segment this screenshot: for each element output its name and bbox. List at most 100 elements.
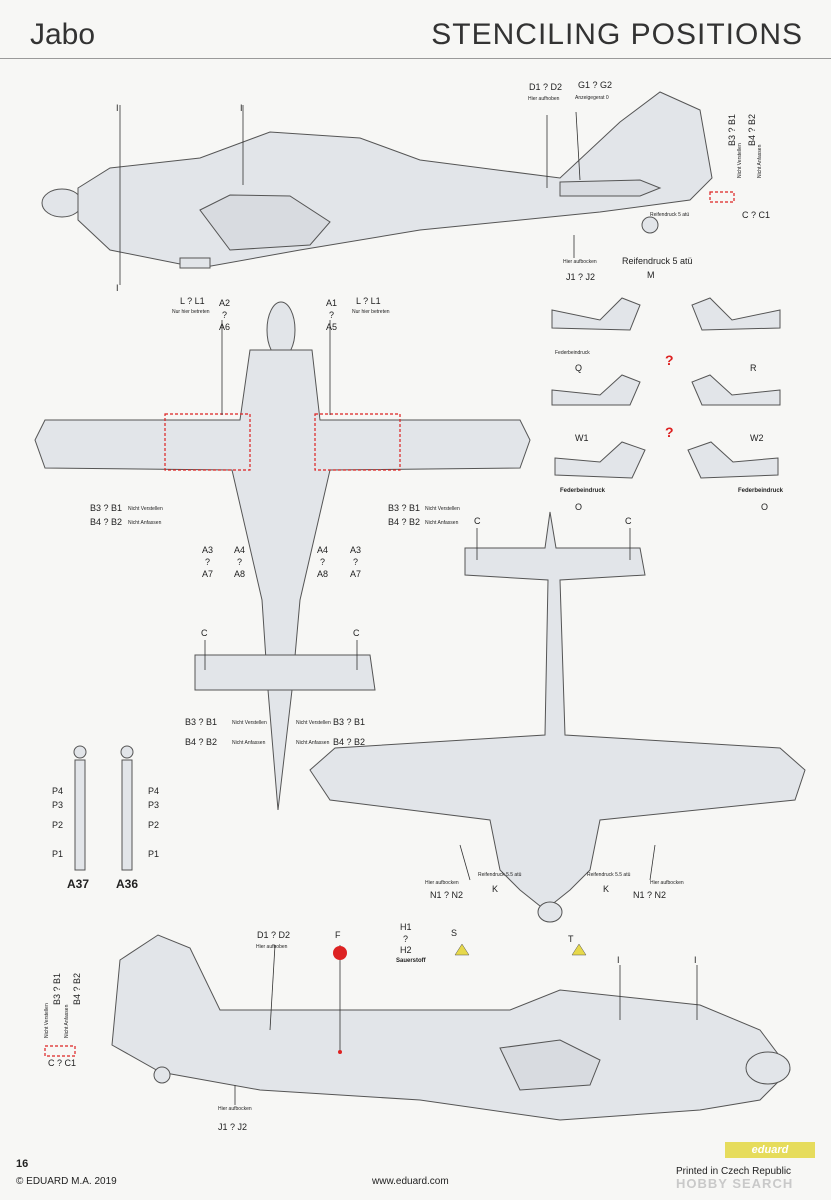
label-hier-aufbocken-ur: Hier aufbocken bbox=[650, 880, 684, 886]
label-r: R bbox=[750, 363, 757, 373]
label-d1d2-top: D1 ? D2 bbox=[529, 82, 563, 92]
label-p2-left: P2 bbox=[52, 820, 64, 830]
page-subtitle: Jabo bbox=[30, 18, 96, 51]
label-q-a2: ? bbox=[222, 310, 228, 320]
label-a3-right: A3 bbox=[350, 545, 362, 555]
label-b3b1-tail-left: B3 ? B1 bbox=[185, 717, 218, 727]
label-b4b2-tail-left: B4 ? B2 bbox=[185, 737, 218, 747]
label-q-a4-left: ? bbox=[237, 557, 243, 567]
label-q-h: ? bbox=[403, 934, 409, 944]
label-a4-left: A4 bbox=[234, 545, 246, 555]
label-a7-left: A7 bbox=[202, 569, 214, 579]
label-hier-aufbocken-bottom: Hier aufbocken bbox=[218, 1106, 252, 1112]
label-reifendruck-5: Reifendruck 5 atü bbox=[622, 256, 693, 266]
label-cc1-top: C ? C1 bbox=[742, 210, 771, 220]
label-i-5: I bbox=[694, 955, 697, 965]
label-c-under-left: C bbox=[474, 516, 481, 526]
label-f: F bbox=[335, 930, 341, 940]
label-w2: W2 bbox=[750, 433, 764, 443]
label-q-a4-right: ? bbox=[320, 557, 326, 567]
question-mark-1: ? bbox=[665, 352, 674, 368]
label-nicht-verstellen-wr: Nicht Verstellen bbox=[425, 506, 460, 512]
label-nur-hier-right: Nur hier betreten bbox=[352, 309, 390, 315]
label-g1g2: G1 ? G2 bbox=[578, 80, 613, 90]
label-b4b2-bottom: B4 ? B2 bbox=[72, 972, 82, 1005]
label-hier-aufhoben-bottom: Hier aufhoben bbox=[256, 944, 288, 950]
label-i-3: I bbox=[116, 283, 119, 293]
label-j1j2-bottom: J1 ? J2 bbox=[218, 1122, 248, 1132]
label-b4b2-wing-left: B4 ? B2 bbox=[90, 517, 123, 527]
label-a3-left: A3 bbox=[202, 545, 214, 555]
label-nicht-anfassen-tl: Nicht Anfassen bbox=[232, 740, 266, 746]
label-nicht-anfassen-bottom: Nicht Anfassen bbox=[64, 1004, 70, 1038]
label-b4b2-tail-right: B4 ? B2 bbox=[333, 737, 366, 747]
label-h1: H1 bbox=[400, 922, 412, 932]
label-ll1-right: L ? L1 bbox=[356, 296, 381, 306]
label-p4-right: P4 bbox=[148, 786, 160, 796]
label-b4b2-top: B4 ? B2 bbox=[747, 113, 757, 146]
label-a6: A6 bbox=[219, 322, 231, 332]
label-nicht-anfassen-wr: Nicht Anfassen bbox=[425, 520, 459, 526]
label-federbein-left: Federbeindruck bbox=[560, 488, 606, 494]
label-nicht-verstellen-wl: Nicht Verstellen bbox=[128, 506, 163, 512]
label-nicht-verstellen-bottom: Nicht Verstellen bbox=[44, 1003, 50, 1038]
label-q: Q bbox=[575, 363, 583, 373]
label-reifendruck-small: Reifendruck 5 atü bbox=[650, 212, 690, 218]
label-a2: A2 bbox=[219, 298, 231, 308]
label-q-a3-left: ? bbox=[205, 557, 211, 567]
label-k-left: K bbox=[492, 884, 499, 894]
label-i-4: I bbox=[617, 955, 620, 965]
label-o-right: O bbox=[761, 502, 769, 512]
label-p1-right: P1 bbox=[148, 849, 160, 859]
watermark: HOBBY SEARCH bbox=[676, 1176, 794, 1191]
label-ll1-left: L ? L1 bbox=[180, 296, 205, 306]
label-b3b1-tail-right: B3 ? B1 bbox=[333, 717, 366, 727]
label-p2-right: P2 bbox=[148, 820, 160, 830]
label-a36: A36 bbox=[116, 877, 139, 891]
label-nicht-anfassen-wl: Nicht Anfassen bbox=[128, 520, 162, 526]
label-a1: A1 bbox=[326, 298, 338, 308]
page-header: Jabo STENCILING POSITIONS bbox=[0, 0, 831, 62]
label-b3b1-wing-left: B3 ? B1 bbox=[90, 503, 123, 513]
side-view-left bbox=[41, 91, 713, 269]
landing-gear bbox=[73, 745, 134, 871]
label-a4-right: A4 bbox=[317, 545, 329, 555]
label-nicht-verstellen-tl: Nicht Verstellen bbox=[232, 720, 267, 726]
underside-view bbox=[309, 511, 806, 923]
label-nicht-verstellen-top: Nicht Verstellen bbox=[737, 143, 743, 178]
label-o-left: O bbox=[575, 502, 583, 512]
side-view-right bbox=[111, 934, 791, 1121]
label-a5: A5 bbox=[326, 322, 338, 332]
label-anzeigegerat: Anzeigegerat 0 bbox=[575, 95, 609, 101]
tail-panels bbox=[551, 297, 781, 479]
label-c-tail-left: C bbox=[201, 628, 208, 638]
label-p1-left: P1 bbox=[52, 849, 64, 859]
eduard-logo: eduard bbox=[725, 1142, 815, 1158]
label-k-right: K bbox=[603, 884, 610, 894]
footer-url: www.eduard.com bbox=[372, 1176, 449, 1187]
label-hier-aufbocken-top: Hier aufbocken bbox=[563, 259, 597, 265]
label-s: S bbox=[451, 928, 458, 938]
footer-printed: Printed in Czech Republic bbox=[676, 1166, 792, 1177]
label-federbein-q: Federbeindruck bbox=[555, 350, 590, 356]
label-q-a1: ? bbox=[329, 310, 335, 320]
label-n1n2-left: N1 ? N2 bbox=[430, 890, 464, 900]
label-b3b1-wing-right: B3 ? B1 bbox=[388, 503, 421, 513]
label-nicht-anfassen-top: Nicht Anfassen bbox=[757, 144, 763, 178]
label-m: M bbox=[647, 270, 655, 280]
label-a7-right: A7 bbox=[350, 569, 362, 579]
label-j1j2-top: J1 ? J2 bbox=[566, 272, 596, 282]
label-d1d2-bottom: D1 ? D2 bbox=[257, 930, 291, 940]
label-c-tail-right: C bbox=[353, 628, 360, 638]
question-mark-2: ? bbox=[665, 424, 674, 440]
header-divider bbox=[0, 58, 831, 59]
label-hier-aufbocken-ul: Hier aufbocken bbox=[425, 880, 459, 886]
label-p3-left: P3 bbox=[52, 800, 64, 810]
label-i-2: I bbox=[240, 103, 243, 113]
label-reifendruck-ul: Reifendruck 5.5 atü bbox=[478, 872, 522, 878]
label-a8-left: A8 bbox=[234, 569, 246, 579]
label-a8-right: A8 bbox=[317, 569, 329, 579]
label-sauerstoff: Sauerstoff bbox=[396, 958, 426, 964]
top-view-upper bbox=[34, 301, 531, 811]
